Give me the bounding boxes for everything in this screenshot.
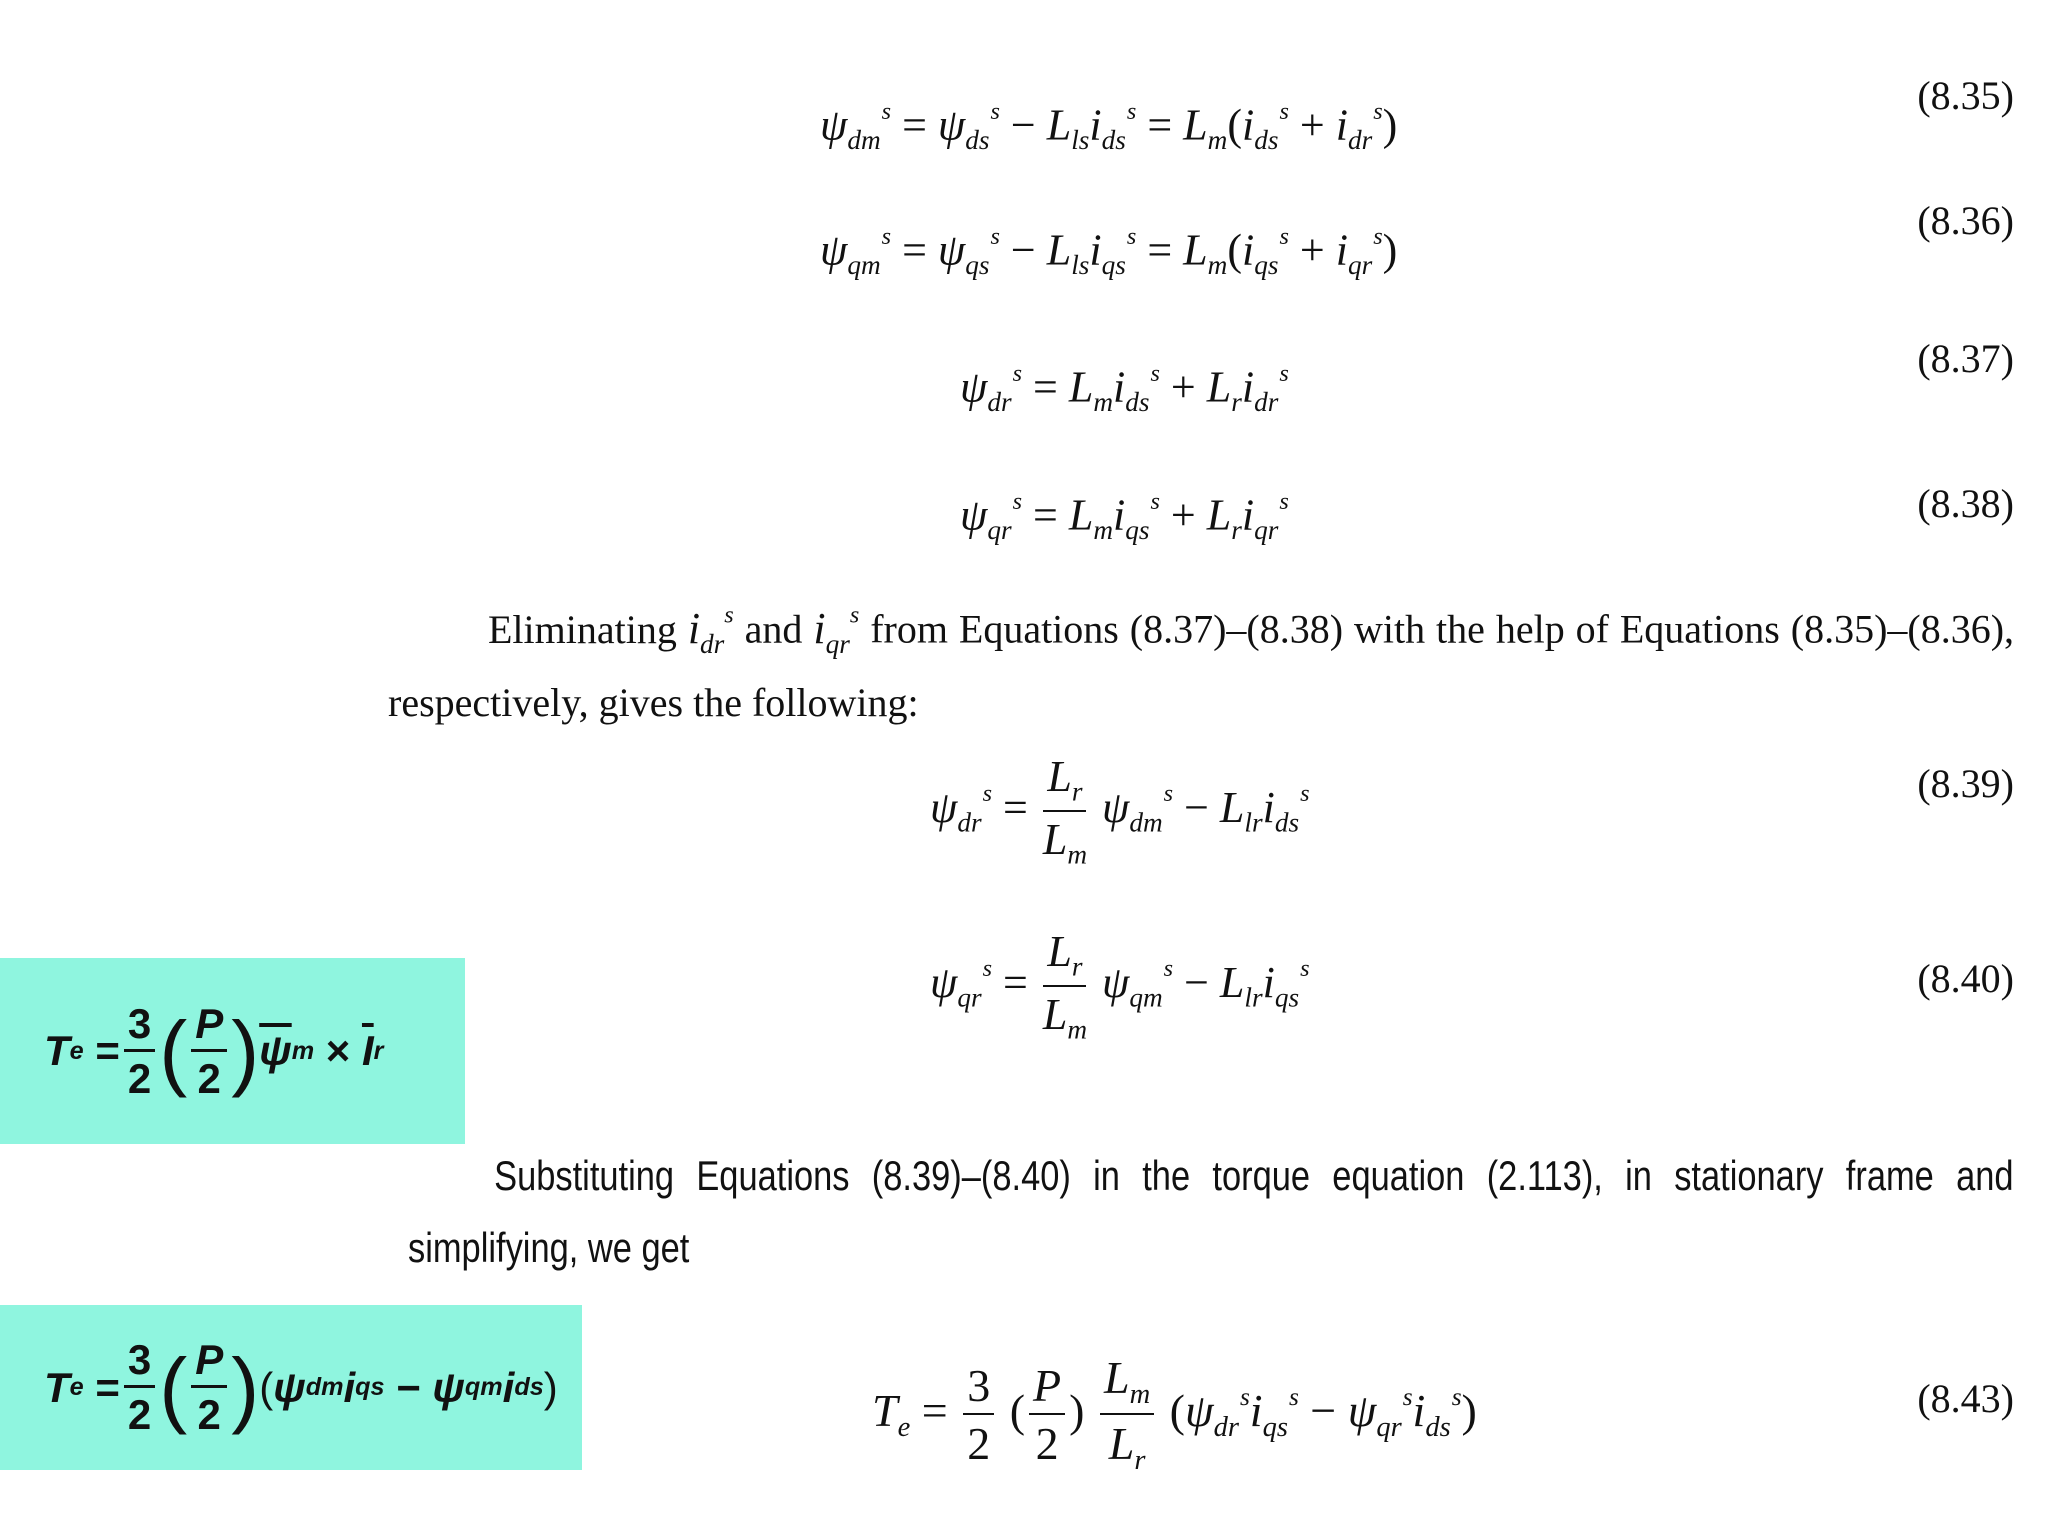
substituting-text: Substituting Equations (8.39)–(8.40) in … xyxy=(408,1152,2014,1271)
paragraph-substituting: Substituting Equations (8.39)–(8.40) in … xyxy=(408,1140,2014,1284)
equation-number-8-43: (8.43) xyxy=(1917,1376,2014,1421)
equation-number-8-35: (8.35) xyxy=(1917,73,2014,118)
equation-number-8-37: (8.37) xyxy=(1917,336,2014,381)
inline-symbol-iqr: iqrs xyxy=(813,601,860,659)
equation-8-36: ψqms = ψqss − Llsiqss = Lm(iqss + iqrs) xyxy=(820,223,1398,281)
equation-8-35: ψdms = ψdss − Llsidss = Lm(idss + idrs) xyxy=(820,98,1398,156)
inline-symbol-idr: idrs xyxy=(687,601,734,659)
equation-number-8-39: (8.39) xyxy=(1917,761,2014,806)
equation-number-8-40: (8.40) xyxy=(1917,956,2014,1001)
eliminating-rest: from Equations (8.37)–(8.38) with the he… xyxy=(388,606,2015,726)
paragraph-eliminating: Eliminating idrs and iqrs from Equations… xyxy=(388,585,2014,733)
eliminating-word: Eliminating xyxy=(488,606,677,652)
equation-8-37: ψdrs = Lmidss + Lridrs xyxy=(960,360,1289,418)
equation-number-8-38: (8.38) xyxy=(1917,481,2014,526)
equation-number-8-36: (8.36) xyxy=(1917,198,2014,243)
equation-8-38: ψqrs = Lmiqss + Lriqrs xyxy=(960,488,1289,546)
and-word: and xyxy=(744,606,803,652)
